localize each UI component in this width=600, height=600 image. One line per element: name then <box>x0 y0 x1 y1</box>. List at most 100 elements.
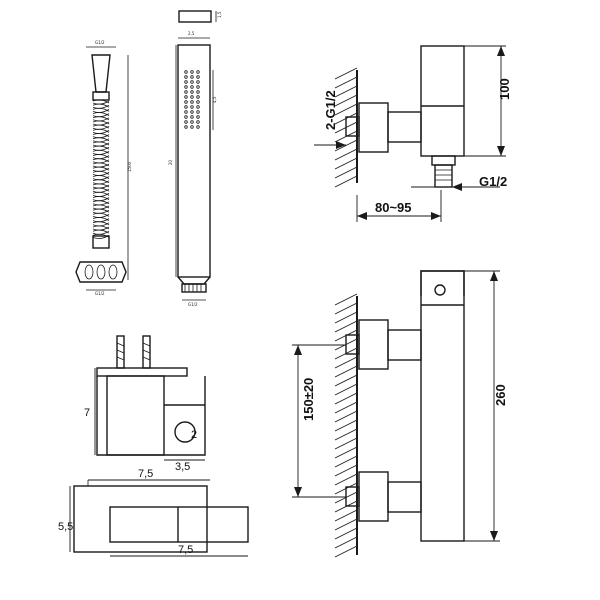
coil-turn <box>92 212 110 217</box>
hatch-line <box>334 320 358 333</box>
coil-turn <box>92 187 110 192</box>
spray-hole <box>190 125 194 129</box>
coil-turn <box>92 158 110 163</box>
spray-hole <box>190 70 194 74</box>
hatch-line <box>334 428 358 441</box>
coil-turn <box>92 107 110 112</box>
spray-hole <box>196 110 200 114</box>
coil-turn <box>92 183 110 188</box>
spray-hole <box>196 125 200 129</box>
coil-turn <box>92 103 110 108</box>
spray-hole <box>184 120 188 124</box>
coil-turn <box>92 204 110 209</box>
coil-turn <box>92 128 110 133</box>
spray-hole <box>196 70 200 74</box>
height-100-label: 100 <box>497 78 512 100</box>
hatch-line <box>334 103 358 116</box>
thickness-block: 1,5 <box>178 10 222 23</box>
coil-turn <box>92 154 110 158</box>
hatch-line <box>334 410 358 423</box>
wall-holder: 2 7 3,5 <box>84 335 206 473</box>
coil-turn <box>92 112 110 116</box>
spray-hole <box>184 90 188 94</box>
wall-hatch-top <box>334 67 358 188</box>
hatch-line <box>334 464 358 477</box>
hose-top-label: G1/2 <box>95 40 105 45</box>
hatch-line <box>334 157 358 170</box>
coil-turn <box>92 133 110 137</box>
coil-turn <box>92 149 110 154</box>
hatch-line <box>334 356 358 369</box>
spray-hole <box>196 85 200 89</box>
spacing-label: 150±20 <box>301 378 316 421</box>
spray-hole <box>196 100 200 104</box>
spray-hole <box>190 105 194 109</box>
spray-hole <box>184 125 188 129</box>
coil-turn <box>92 229 110 234</box>
spray-hole <box>196 115 200 119</box>
hatch-line <box>334 383 358 396</box>
hatch-line <box>334 545 358 558</box>
head-bottom-label: G1/2 <box>188 302 198 307</box>
coil-turn <box>92 166 110 171</box>
hatch-line <box>334 293 358 306</box>
hatch-line <box>334 401 358 414</box>
spray-hole <box>190 120 194 124</box>
hose-length-label: 1500 <box>127 161 132 172</box>
height-260-label: 260 <box>493 384 508 406</box>
hatch-line <box>334 518 358 531</box>
coil-turn <box>92 162 110 167</box>
spray-hole <box>184 115 188 119</box>
plate-bottom-width-label: 7,5 <box>178 544 193 556</box>
hatch-line <box>334 311 358 324</box>
spray-hole <box>190 90 194 94</box>
projection-label: 80~95 <box>375 200 412 215</box>
coil-turn <box>92 116 110 121</box>
coil-turn <box>92 179 110 184</box>
thickness-label: 1,5 <box>217 11 222 18</box>
hatch-line <box>334 455 358 468</box>
spray-hole <box>184 110 188 114</box>
spray-hole <box>196 75 200 79</box>
coil-turn <box>92 196 110 200</box>
plate-height-label: 5,5 <box>58 521 73 533</box>
coil-turn <box>92 99 110 104</box>
plate-top-width-label: 7,5 <box>138 468 153 480</box>
spray-hole <box>190 80 194 84</box>
spray-hole <box>184 105 188 109</box>
spray-hole <box>196 80 200 84</box>
hatch-line <box>334 302 358 315</box>
spray-hole <box>184 95 188 99</box>
hatch-line <box>334 392 358 405</box>
hatch-line <box>334 148 358 161</box>
spray-hole <box>196 120 200 124</box>
hatch-line <box>334 365 358 378</box>
shower-hose: G1/2 G1/2 1500 <box>75 40 132 296</box>
hatch-line <box>334 419 358 432</box>
coil-turn <box>92 170 110 175</box>
holes-label: 4,5 <box>212 96 217 103</box>
coil-turn <box>92 175 110 179</box>
coil-turn <box>92 217 110 221</box>
hatch-line <box>334 67 358 80</box>
spray-hole <box>184 85 188 89</box>
coil-turn <box>92 221 110 226</box>
hatch-line <box>334 76 358 89</box>
spray-hole <box>190 75 194 79</box>
inlet-label: 2-G1/2 <box>323 90 338 130</box>
spray-hole <box>190 100 194 104</box>
spray-hole <box>190 110 194 114</box>
holder-height-label: 7 <box>84 407 90 419</box>
spray-hole <box>196 95 200 99</box>
wall-hatch-bottom <box>334 293 358 558</box>
spray-hole <box>196 90 200 94</box>
spray-holes <box>184 70 200 129</box>
spray-hole <box>184 80 188 84</box>
hatch-line <box>334 166 358 179</box>
hatch-line <box>334 85 358 98</box>
spray-hole <box>196 105 200 109</box>
holder-width-label: 3,5 <box>175 461 190 473</box>
spray-hole <box>184 75 188 79</box>
hose-bottom-label: G1/2 <box>95 291 105 296</box>
